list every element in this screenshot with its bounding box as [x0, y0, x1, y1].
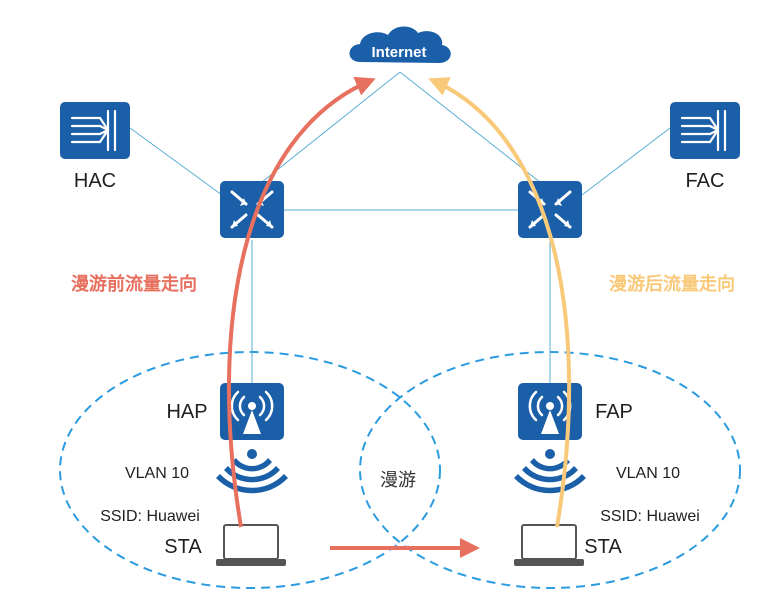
after-roaming-traffic-path — [428, 77, 572, 528]
internet-label: Internet — [371, 44, 426, 61]
hap-coverage-cell — [59, 351, 441, 589]
before-roaming-annotation: 漫游前流量走向 — [71, 273, 197, 295]
left-vlan-label: VLAN 10 — [125, 465, 189, 482]
fap-label: FAP — [595, 401, 633, 423]
right-ssid-label: SSID: Huawei — [600, 508, 700, 525]
hac-label: HAC — [74, 170, 116, 192]
hac-controller-icon — [60, 102, 130, 159]
fac-label: FAC — [686, 170, 725, 192]
left-switch-icon — [220, 181, 284, 238]
left-sta-laptop-icon — [216, 524, 286, 566]
hap-wifi-signal-icon — [216, 449, 288, 494]
internet-cloud-icon: Internet — [349, 26, 451, 64]
topology-links — [129, 71, 671, 383]
hap-label: HAP — [166, 401, 207, 423]
before-roaming-traffic-path — [226, 76, 376, 528]
roaming-label: 漫游 — [380, 470, 416, 491]
fap-access-point-icon — [518, 383, 582, 440]
after-roaming-annotation: 漫游后流量走向 — [609, 273, 735, 295]
right-switch-icon — [518, 181, 582, 238]
hap-access-point-icon — [220, 383, 284, 440]
left-ssid-label: SSID: Huawei — [100, 508, 200, 525]
fac-controller-icon — [670, 102, 740, 159]
fap-wifi-signal-icon — [514, 449, 586, 494]
left-sta-label: STA — [164, 536, 202, 558]
right-vlan-label: VLAN 10 — [616, 465, 680, 482]
right-sta-laptop-icon — [514, 524, 584, 566]
right-sta-label: STA — [584, 536, 622, 558]
